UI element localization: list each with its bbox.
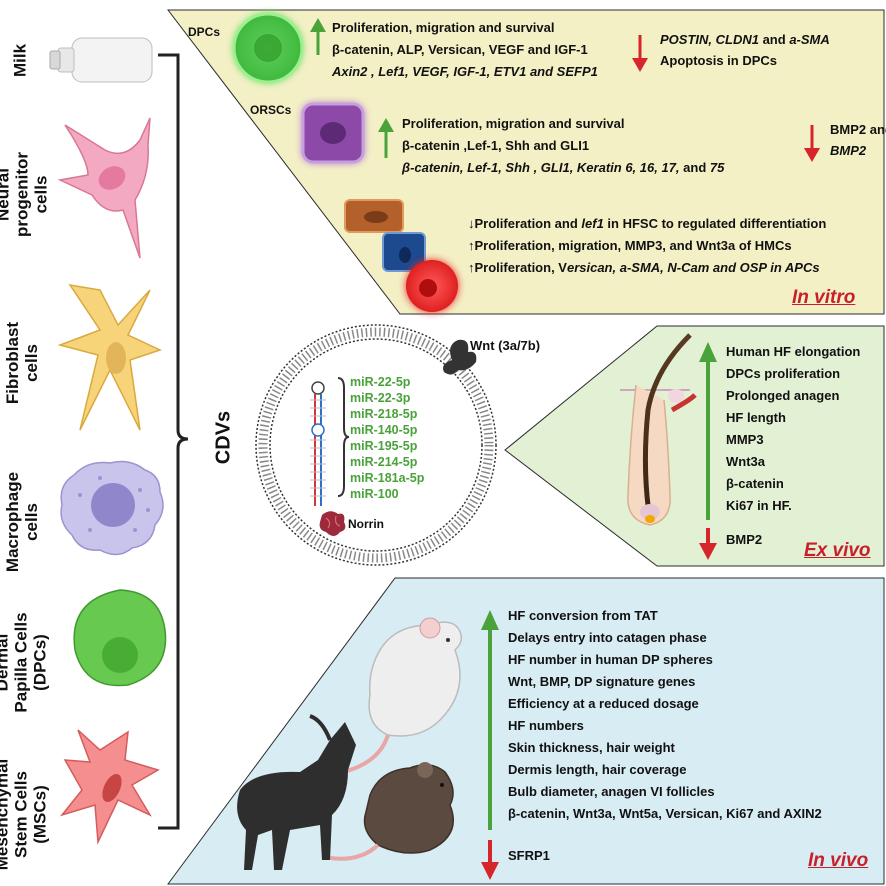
- dpc-down-arrow: [632, 35, 648, 72]
- orsc-down-line-2: BMP2: [830, 143, 867, 158]
- mirna-item: miR-140-5p: [350, 423, 418, 437]
- in-vivo-down-item: SFRP1: [508, 848, 550, 863]
- ex-vivo-down-arrow: [699, 528, 717, 560]
- cdvs-label: CDVs: [212, 410, 235, 465]
- in-vivo-up-item: Dermis length, hair coverage: [508, 762, 687, 777]
- in-vivo-up-item: Bulb diameter, anagen VI follicles: [508, 784, 715, 799]
- orsc-cell-label: ORSCs: [250, 103, 292, 117]
- hmc-cell-image: [382, 232, 426, 272]
- orsc-up-arrow: [378, 118, 394, 158]
- orsc-up-line-1: Proliferation, migration and survival: [402, 116, 625, 131]
- hfsc-line: ↓Proliferation and lef1 in HFSC to regul…: [468, 216, 827, 231]
- mirna-item: miR-181a-5p: [350, 471, 425, 485]
- ex-vivo-up-item: Wnt3a: [726, 454, 765, 469]
- in-vitro-tag: In vitro: [792, 287, 856, 308]
- hairpin-rna-image: [310, 381, 326, 506]
- hair-follicle-image: [620, 333, 697, 526]
- source-label-milk: Milk: [10, 43, 30, 78]
- apc-cell-image: [406, 260, 458, 312]
- fibroblast-cell-image: [57, 283, 163, 431]
- source-label-macrophage: Macrophage cells: [3, 471, 41, 573]
- orsc-up-line-2: β-catenin ,Lef-1, Shh and GLI1: [402, 138, 590, 153]
- mirna-item: miR-22-5p: [350, 375, 411, 389]
- dpc-cell-image: [232, 12, 304, 84]
- in-vitro-panel: [166, 9, 885, 315]
- ex-vivo-up-item: β-catenin: [726, 476, 784, 491]
- mesenchymal-stem-cell-image: [59, 729, 160, 845]
- norrin-label: Norrin: [348, 517, 384, 531]
- in-vivo-up-item: β-catenin, Wnt3a, Wnt5a, Versican, Ki67 …: [508, 806, 822, 821]
- source-label-mscs: Mesenchymal Stem Cells (MSCs): [0, 758, 50, 871]
- dpc-down-line-2: Apoptosis in DPCs: [660, 53, 778, 68]
- dpc-down-line-1: POSTIN, CLDN1 and a-SMA: [660, 32, 830, 47]
- in-vivo-up-item: Delays entry into catagen phase: [508, 630, 707, 645]
- source-label-dpcs: Dermal Papilla Cells (DPCs): [0, 612, 50, 713]
- orsc-down-arrow: [804, 125, 820, 162]
- orsc-up-line-3: β-catenin, Lef-1, Shh , GLI1, Keratin 6,…: [402, 160, 725, 175]
- brown-rat-image: [329, 762, 454, 861]
- wnt-label: Wnt (3a/7b): [470, 338, 541, 353]
- macrophage-cell-image: [60, 460, 164, 556]
- ex-vivo-up-item: Ki67 in HF.: [726, 498, 792, 513]
- source-label-fibroblast: Fibroblast cells: [3, 321, 41, 405]
- orsc-cell-image: [301, 102, 365, 164]
- norrin-protein-icon: [319, 511, 346, 536]
- mirna-item: miR-218-5p: [350, 407, 418, 421]
- orsc-down-line-1: BMP2 and: [830, 122, 886, 137]
- goat-image: [237, 714, 356, 870]
- dermal-papilla-cell-image: [73, 589, 167, 687]
- hmc-line: ↑Proliferation, migration, MMP3, and Wnt…: [468, 238, 792, 253]
- mirna-item: miR-22-3p: [350, 391, 411, 405]
- source-label-neural-progenitor: Neural progenitor cells: [0, 152, 51, 237]
- wnt-protein-icon: [443, 339, 477, 375]
- in-vivo-up-item: HF numbers: [508, 718, 584, 733]
- mirna-item: miR-100: [350, 487, 399, 501]
- ex-vivo-up-item: Human HF elongation: [726, 344, 861, 359]
- ex-vivo-up-item: Prolonged anagen: [726, 388, 840, 403]
- ex-vivo-up-item: HF length: [726, 410, 786, 425]
- in-vivo-down-arrow: [481, 840, 499, 880]
- in-vivo-up-item: Skin thickness, hair weight: [508, 740, 675, 755]
- in-vivo-tag: In vivo: [808, 850, 869, 871]
- in-vivo-up-arrow: [481, 610, 499, 830]
- mirna-brace-icon: [337, 377, 350, 497]
- in-vivo-up-item: HF conversion from TAT: [508, 608, 658, 623]
- ex-vivo-down-item: BMP2: [726, 532, 763, 547]
- hfsc-cell-image: [344, 199, 404, 233]
- neural-progenitor-cell-image: [57, 117, 151, 259]
- ex-vivo-up-item: DPCs proliferation: [726, 366, 841, 381]
- in-vivo-up-item: Efficiency at a reduced dosage: [508, 696, 699, 711]
- milk-bottle-image: [49, 37, 153, 83]
- mirna-item: miR-214-5p: [350, 455, 418, 469]
- dpc-up-line-1: Proliferation, migration and survival: [332, 20, 555, 35]
- ex-vivo-panel: [504, 325, 885, 567]
- dpc-up-line-2: β-catenin, ALP, Versican, VEGF and IGF-1: [332, 42, 588, 57]
- apc-line: ↑Proliferation, Versican, a-SMA, N-Cam a…: [468, 260, 820, 275]
- ex-vivo-tag: Ex vivo: [804, 540, 871, 561]
- dpc-cell-label: DPCs: [188, 25, 221, 39]
- in-vivo-panel: [167, 577, 885, 885]
- ex-vivo-up-item: MMP3: [726, 432, 764, 447]
- dpc-up-line-3: Axin2 , Lef1, VEGF, IGF-1, ETV1 and SEFP…: [332, 64, 598, 79]
- in-vivo-up-item: Wnt, BMP, DP signature genes: [508, 674, 696, 689]
- mirna-item: miR-195-5p: [350, 439, 418, 453]
- dpc-up-arrow: [310, 18, 326, 55]
- ex-vivo-up-arrow: [699, 342, 717, 520]
- in-vivo-up-item: HF number in human DP spheres: [508, 652, 713, 667]
- sources-bracket: [158, 53, 189, 830]
